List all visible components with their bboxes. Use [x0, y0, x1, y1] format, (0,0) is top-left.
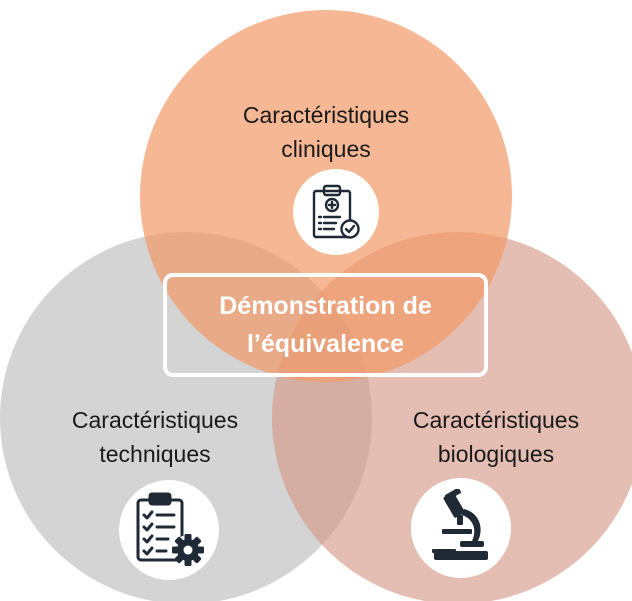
- clinical-icon-badge: [293, 169, 379, 255]
- label-biological-line2: biologiques: [437, 441, 555, 467]
- label-technical-line2: techniques: [99, 441, 211, 467]
- label-biological-line1: Caractéristiques: [412, 407, 580, 433]
- equivalence-box: Démonstration de l’équivalence: [163, 273, 488, 377]
- clipboard-medical-check-icon: [312, 184, 360, 239]
- label-clinical-line1: Caractéristiques: [242, 102, 410, 128]
- label-clinical: Caractéristiques cliniques: [196, 98, 456, 166]
- label-technical-line1: Caractéristiques: [71, 407, 239, 433]
- microscope-icon: [432, 489, 488, 560]
- checklist-gear-icon: [136, 492, 204, 566]
- center-title-line2: l’équivalence: [246, 330, 405, 358]
- center-title-line1: Démonstration de: [219, 292, 432, 320]
- technical-icon-badge: [119, 480, 219, 580]
- label-biological: Caractéristiques biologiques: [366, 403, 626, 471]
- biological-icon-badge: [411, 478, 511, 578]
- label-clinical-line2: cliniques: [281, 136, 371, 162]
- label-technical: Caractéristiques techniques: [25, 403, 285, 471]
